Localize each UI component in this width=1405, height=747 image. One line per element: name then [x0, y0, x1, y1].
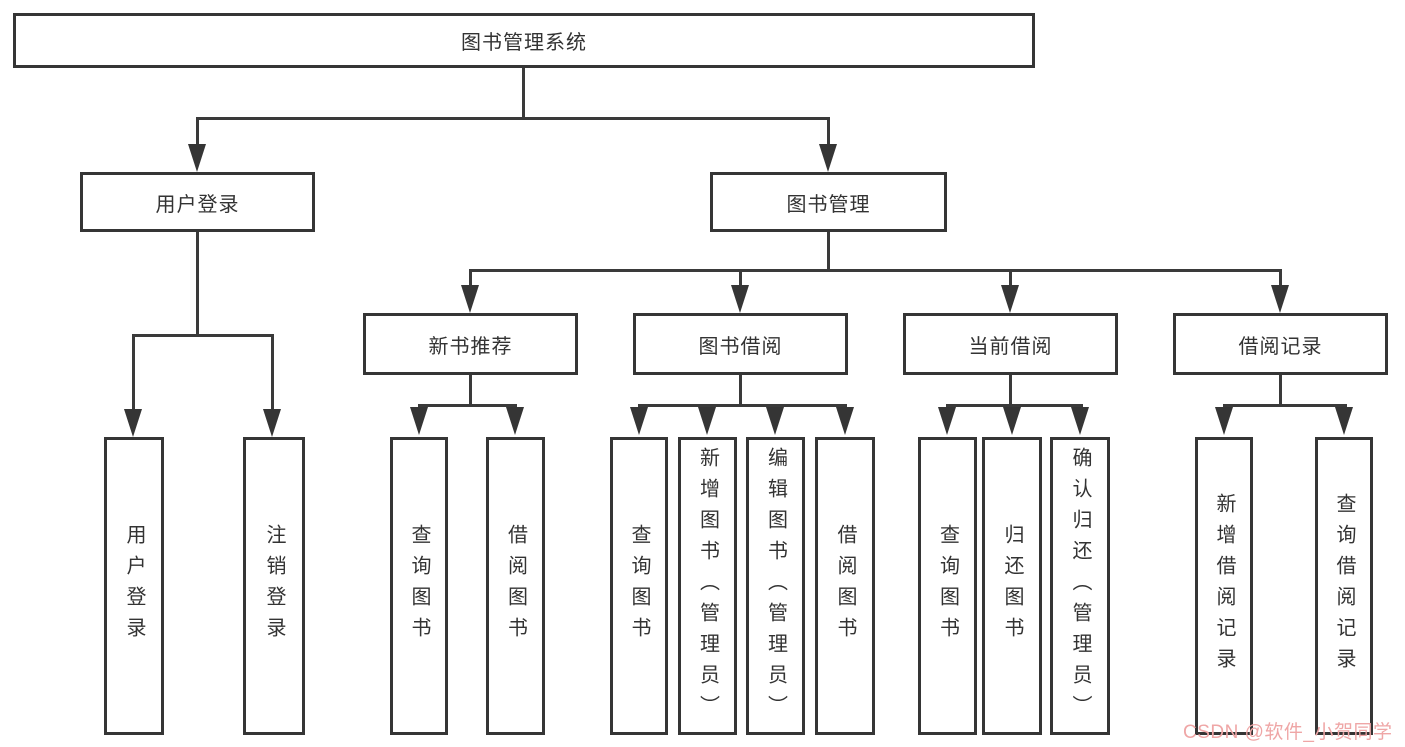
arrowhead-down-icon	[766, 407, 784, 435]
node-borrowing-records: 借阅记录	[1173, 313, 1388, 375]
connector-line	[196, 117, 199, 149]
connector-line	[418, 404, 517, 407]
leaf-edit-books-admin: 编辑图书（管理员）	[746, 437, 805, 735]
node-root-system: 图书管理系统	[13, 13, 1035, 68]
leaf-add-books-admin: 新增图书（管理员）	[678, 437, 737, 735]
node-label: 查询图书	[408, 524, 430, 648]
leaf-query-books-recommend: 查询图书	[390, 437, 448, 735]
node-label: 借阅记录	[1238, 335, 1323, 358]
connector-line	[271, 334, 274, 414]
leaf-borrow-books-recommend: 借阅图书	[486, 437, 545, 735]
connector-line	[739, 269, 742, 289]
connector-line	[1279, 375, 1282, 407]
connector-line	[638, 404, 847, 407]
connector-line	[1223, 404, 1347, 407]
connector-line	[132, 334, 135, 414]
node-book-management: 图书管理	[710, 172, 947, 232]
node-new-book-recommend: 新书推荐	[363, 313, 578, 375]
arrowhead-down-icon	[263, 409, 281, 437]
node-label: 确认归还（管理员）	[1069, 446, 1091, 726]
node-label: 图书借阅	[698, 335, 783, 358]
arrowhead-down-icon	[1215, 407, 1233, 435]
node-current-borrowing: 当前借阅	[903, 313, 1118, 375]
node-label: 借阅图书	[834, 524, 856, 648]
arrowhead-down-icon	[836, 407, 854, 435]
node-user-login: 用户登录	[80, 172, 315, 232]
arrowhead-down-icon	[938, 407, 956, 435]
node-label: 编辑图书（管理员）	[764, 446, 787, 726]
node-label: 注销登录	[263, 524, 285, 648]
arrowhead-down-icon	[1001, 285, 1019, 313]
node-label: 用户登录	[123, 524, 145, 648]
arrowhead-down-icon	[630, 407, 648, 435]
connector-line	[469, 269, 1282, 272]
csdn-watermark: CSDN @软件_小贺同学	[1183, 722, 1393, 743]
connector-line	[1279, 269, 1282, 289]
connector-line	[946, 404, 1083, 407]
connector-line	[827, 232, 830, 272]
connector-line	[132, 334, 274, 337]
leaf-user-login: 用户登录	[104, 437, 164, 735]
connector-line	[469, 269, 472, 289]
connector-line	[739, 375, 742, 407]
node-label: 用户登录	[155, 193, 240, 216]
arrowhead-down-icon	[1271, 285, 1289, 313]
arrowhead-down-icon	[1003, 407, 1021, 435]
connector-line	[196, 117, 830, 120]
arrowhead-down-icon	[410, 407, 428, 435]
arrowhead-down-icon	[188, 144, 206, 172]
arrowhead-down-icon	[731, 285, 749, 313]
leaf-query-borrow-record: 查询借阅记录	[1315, 437, 1373, 735]
leaf-add-borrow-record: 新增借阅记录	[1195, 437, 1253, 735]
node-label: 当前借阅	[968, 335, 1053, 358]
arrowhead-down-icon	[819, 144, 837, 172]
connector-line	[196, 232, 199, 337]
leaf-borrow-books-borrowing: 借阅图书	[815, 437, 875, 735]
connector-line	[827, 117, 830, 149]
node-label: 归还图书	[1001, 524, 1023, 648]
arrowhead-down-icon	[506, 407, 524, 435]
connector-line	[1009, 269, 1012, 289]
node-book-borrowing: 图书借阅	[633, 313, 848, 375]
node-label: 新书推荐	[428, 335, 513, 358]
arrowhead-down-icon	[461, 285, 479, 313]
arrowhead-down-icon	[124, 409, 142, 437]
connector-line	[469, 375, 472, 407]
arrowhead-down-icon	[698, 407, 716, 435]
node-label: 新增借阅记录	[1213, 493, 1235, 679]
connector-line	[522, 68, 525, 120]
node-label: 新增图书（管理员）	[696, 446, 719, 726]
node-label: 图书管理系统	[461, 32, 587, 54]
arrowhead-down-icon	[1335, 407, 1353, 435]
connector-line	[1009, 375, 1012, 407]
node-label: 查询图书	[936, 524, 959, 648]
leaf-return-books: 归还图书	[982, 437, 1042, 735]
leaf-query-books-current: 查询图书	[918, 437, 977, 735]
arrowhead-down-icon	[1071, 407, 1089, 435]
leaf-query-books-borrowing: 查询图书	[610, 437, 668, 735]
node-label: 查询借阅记录	[1333, 493, 1355, 679]
node-label: 借阅图书	[504, 524, 527, 648]
node-label: 图书管理	[786, 193, 871, 216]
leaf-confirm-return-admin: 确认归还（管理员）	[1050, 437, 1110, 735]
leaf-logout: 注销登录	[243, 437, 305, 735]
node-label: 查询图书	[628, 524, 650, 648]
